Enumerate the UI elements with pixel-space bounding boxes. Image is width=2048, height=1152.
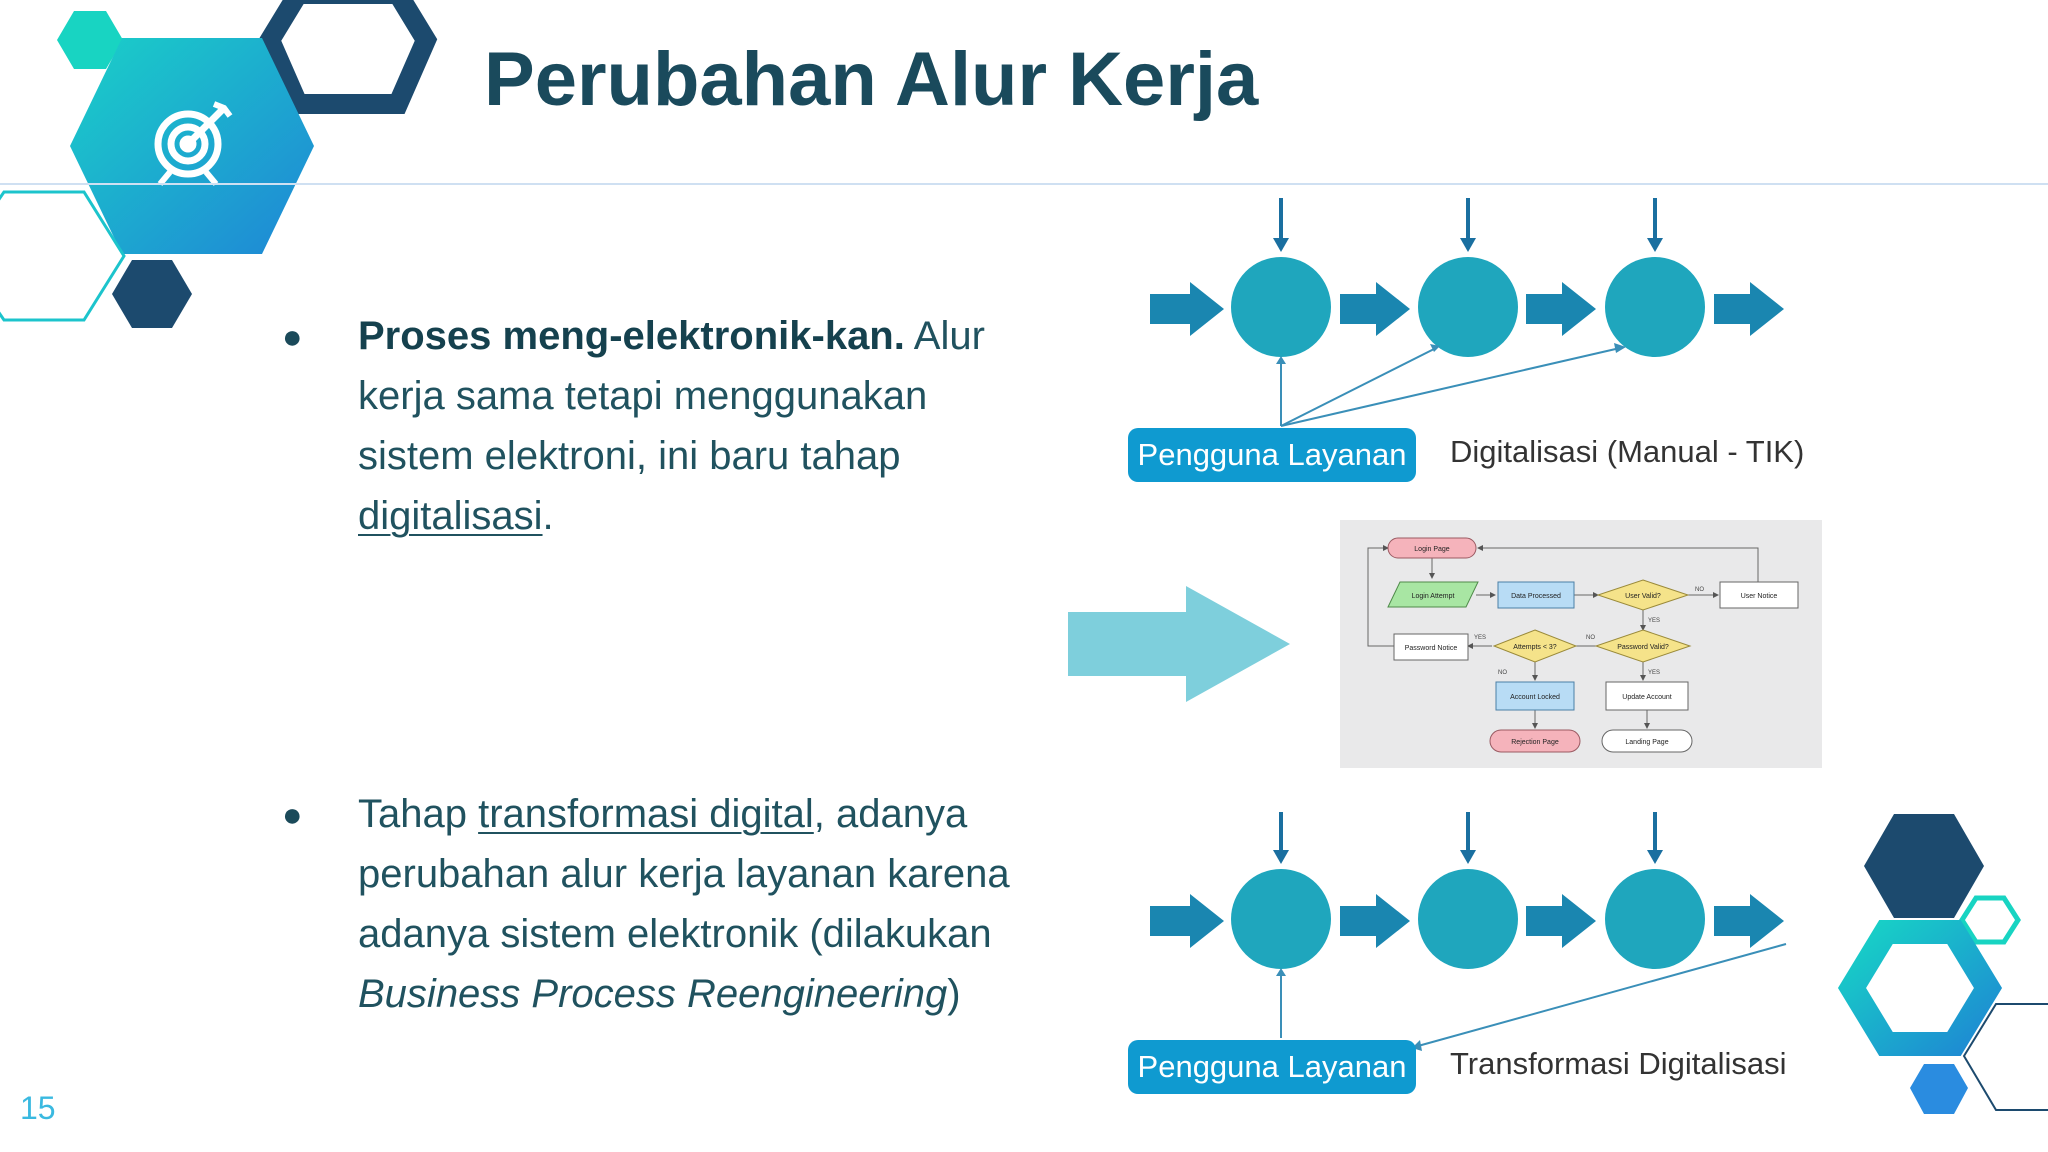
user-link bbox=[1280, 347, 1437, 427]
node-password-notice bbox=[1393, 633, 1469, 661]
underlined-term: digitalisasi bbox=[358, 494, 543, 538]
title-divider bbox=[0, 183, 2048, 185]
user-link bbox=[1280, 347, 1621, 427]
hexagon-blue-small bbox=[1910, 1064, 1968, 1114]
hexagon-dark-small bbox=[112, 260, 192, 328]
node-rejection-page-text: Rejection Page bbox=[1511, 739, 1559, 746]
process-step bbox=[1605, 869, 1705, 969]
flow-arrow bbox=[1526, 282, 1596, 336]
bullet-bold-heading: Proses meng-elektronik-kan. bbox=[358, 314, 905, 358]
underlined-term: transformasi digital bbox=[478, 792, 814, 836]
bullet-text-b: . bbox=[542, 494, 554, 538]
user-label-bottom: Pengguna Layanan bbox=[1128, 1040, 1416, 1094]
node-attempts bbox=[1492, 629, 1578, 663]
flow-arrow bbox=[1714, 894, 1784, 948]
bullet-text-a: Tahap bbox=[358, 792, 479, 836]
bullet-text-a: Alur kerja sama tetapi menggunakan siste… bbox=[358, 314, 985, 478]
page-title: Perubahan Alur Kerja bbox=[484, 37, 1259, 122]
node-data-processed-text: Data Processed bbox=[1511, 593, 1561, 600]
process-step bbox=[1231, 257, 1331, 357]
edge-label: NO bbox=[1586, 635, 1595, 641]
bullet-dot: ● bbox=[282, 318, 303, 356]
node-login-attempt bbox=[1387, 581, 1479, 608]
hexagon-outline-gradient bbox=[1837, 920, 2003, 1056]
flowchart-image: Login Page Login Attempt Data Processed … bbox=[1340, 520, 1822, 768]
flow-arrow bbox=[1150, 894, 1224, 948]
node-login-page bbox=[1387, 537, 1477, 559]
node-password-valid bbox=[1594, 629, 1692, 663]
edge-label: YES bbox=[1474, 635, 1486, 641]
node-login-attempt-text: Login Attempt bbox=[1412, 593, 1455, 600]
process-diagram-top bbox=[1150, 198, 1784, 427]
node-password-notice-text: Password Notice bbox=[1405, 645, 1458, 652]
node-landing-page-text: Landing Page bbox=[1625, 739, 1668, 746]
bullet-text-b: , adanya perubahan alur kerja layanan ka… bbox=[358, 792, 1010, 956]
process-step bbox=[1605, 257, 1705, 357]
node-update-account-text: Update Account bbox=[1622, 694, 1671, 701]
node-login-page-text: Login Page bbox=[1414, 546, 1450, 553]
transition-arrow bbox=[1068, 586, 1290, 702]
flow-arrow bbox=[1340, 894, 1410, 948]
flow-arrow bbox=[1340, 282, 1410, 336]
user-label-top: Pengguna Layanan bbox=[1128, 428, 1416, 482]
hexagon-dark-large bbox=[1864, 814, 1984, 918]
hexagon-outline-teal bbox=[0, 190, 126, 322]
node-account-locked bbox=[1495, 681, 1575, 711]
italic-term: Business Process Reengineering bbox=[358, 972, 948, 1016]
process-step bbox=[1418, 869, 1518, 969]
hexagon-mint-small bbox=[57, 11, 123, 69]
caption-digitalisasi: Digitalisasi (Manual - TIK) bbox=[1450, 434, 1805, 469]
edge-label: NO bbox=[1498, 670, 1507, 676]
bullet-dot: ● bbox=[282, 796, 303, 834]
process-step bbox=[1418, 257, 1518, 357]
edge-label: YES bbox=[1648, 670, 1660, 676]
node-user-notice-text: User Notice bbox=[1741, 593, 1778, 600]
process-step bbox=[1231, 869, 1331, 969]
edge-label: YES bbox=[1648, 618, 1660, 624]
flow-arrow bbox=[1526, 894, 1596, 948]
node-attempts-text: Attempts < 3? bbox=[1513, 644, 1556, 651]
bullet-text-c: ) bbox=[947, 972, 961, 1016]
target-icon bbox=[154, 101, 233, 186]
node-user-valid bbox=[1596, 579, 1690, 611]
node-rejection-page bbox=[1489, 729, 1581, 753]
hexagon-outline-navy bbox=[1962, 1003, 2048, 1111]
hexagon-outline-mint-small bbox=[1959, 895, 2021, 945]
flow-arrow bbox=[1150, 282, 1224, 336]
hexagon-outline-dark bbox=[258, 0, 438, 114]
page-number: 15 bbox=[20, 1090, 56, 1126]
edge-label: NO bbox=[1695, 587, 1704, 593]
node-user-valid-text: User Valid? bbox=[1625, 593, 1661, 600]
caption-transformasi: Transformasi Digitalisasi bbox=[1450, 1046, 1787, 1081]
node-update-account bbox=[1605, 681, 1689, 711]
bullet-transformasi: Tahap transformasi digital, adanya perub… bbox=[358, 784, 1058, 1024]
node-data-processed bbox=[1497, 581, 1575, 609]
process-diagram-bottom bbox=[1150, 812, 1787, 1051]
node-password-valid-text: Password Valid? bbox=[1617, 644, 1669, 651]
bullet-digitalisasi: Proses meng-elektronik-kan. Alur kerja s… bbox=[358, 306, 1038, 546]
flow-arrow bbox=[1714, 282, 1784, 336]
node-landing-page bbox=[1601, 729, 1693, 753]
feedback-link bbox=[1417, 943, 1787, 1047]
node-user-notice bbox=[1719, 581, 1799, 609]
node-account-locked-text: Account Locked bbox=[1510, 694, 1560, 701]
